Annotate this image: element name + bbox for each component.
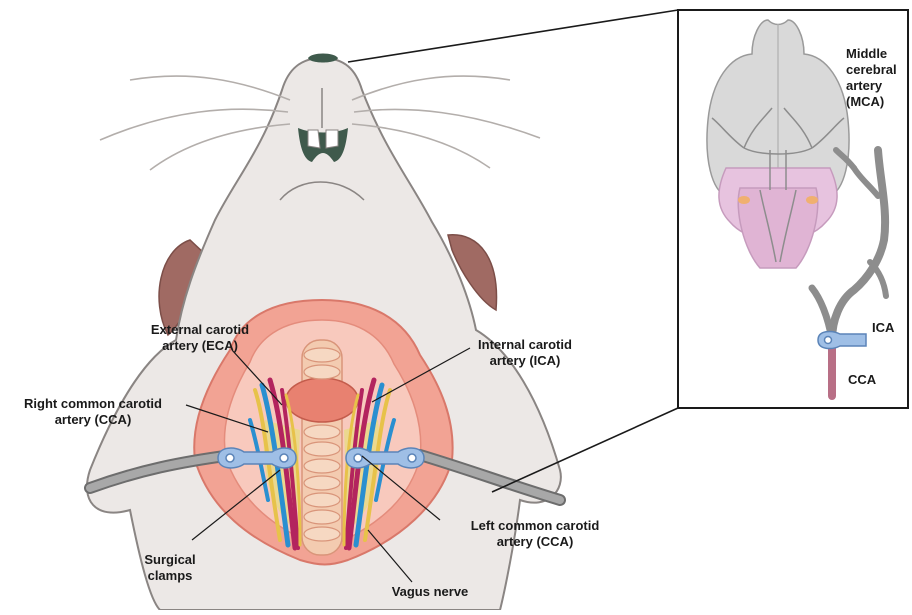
label-ica: Internal carotid artery (ICA) [430, 337, 620, 369]
label-vagus-nerve: Vagus nerve [370, 584, 490, 600]
nose [308, 54, 338, 63]
label-left-cca: Left common carotid artery (CCA) [430, 518, 640, 550]
inset-label-ica: ICA [872, 320, 912, 336]
label-right-cca: Right common carotid artery (CCA) [0, 396, 186, 428]
inset-label-mca: Middle cerebral artery (MCA) [846, 46, 912, 110]
inset-clamp [818, 332, 866, 349]
label-surgical-clamps: Surgical clamps [110, 552, 230, 584]
inset-label-cca: CCA [848, 372, 898, 388]
label-eca: External carotid artery (ECA) [110, 322, 290, 354]
